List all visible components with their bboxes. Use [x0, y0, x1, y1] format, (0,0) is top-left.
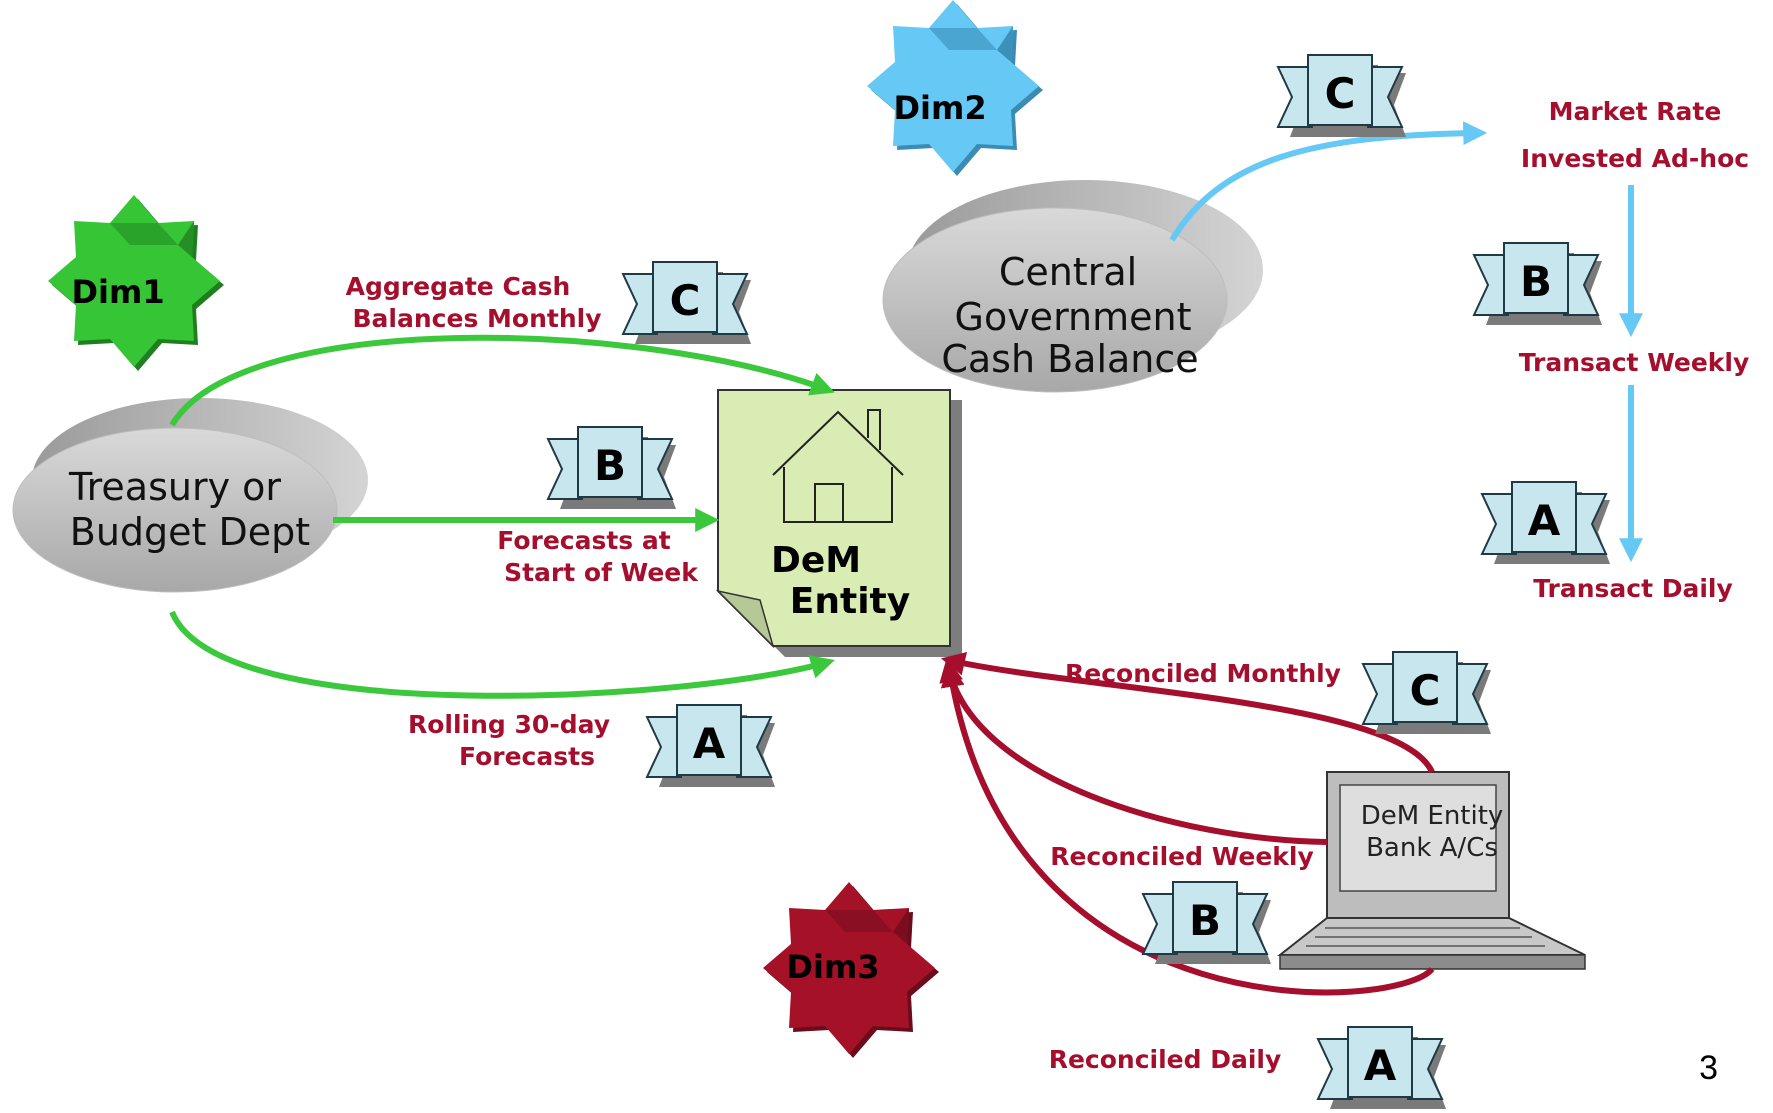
dim3-label: Dim3 [786, 948, 879, 986]
bank-label-line2: Bank A/Cs [1366, 833, 1498, 863]
badge-b-dim3: B [1142, 881, 1272, 965]
badge-c-dim2: C [1277, 54, 1407, 138]
dim2-star: Dim2 [867, 0, 1043, 176]
treasury-oval: Treasury or Budget Dept [12, 398, 368, 593]
central-gov-line1: Central [999, 250, 1137, 294]
dim1-star: Dim1 [48, 195, 224, 371]
central-gov-oval: Central Government Cash Balance [882, 180, 1263, 393]
svg-text:B: B [1520, 257, 1552, 306]
badge-b-dim1: B [547, 426, 677, 510]
svg-text:C: C [670, 276, 701, 325]
transact-weekly-label: Transact Weekly [1519, 348, 1750, 377]
rolling-label-line1: Rolling 30-day [408, 710, 610, 739]
svg-text:A: A [693, 719, 726, 768]
treasury-label-line2: Budget Dept [70, 510, 310, 554]
aggregate-label-line1: Aggregate Cash [346, 272, 571, 301]
dim1-labels: Aggregate Cash Balances Monthly Forecast… [346, 272, 700, 771]
svg-text:B: B [594, 441, 626, 490]
svg-text:B: B [1189, 896, 1221, 945]
svg-text:C: C [1325, 69, 1356, 118]
entity-label-line2: Entity [790, 581, 910, 622]
invested-arrow [1169, 121, 1488, 242]
treasury-label-line1: Treasury or [68, 465, 281, 509]
dim3-star: Dim3 [763, 882, 939, 1058]
reconciled-daily-arrow [940, 662, 1435, 996]
forecasts-label-line2: Start of Week [504, 558, 699, 587]
aggregate-label-line2: Balances Monthly [353, 304, 602, 333]
central-gov-line3: Cash Balance [941, 337, 1198, 381]
dim1-connectors [169, 334, 835, 699]
badge-a-dim1: A [646, 704, 776, 788]
aggregate-arrow [169, 334, 835, 427]
laptop-icon: DeM Entity Bank A/Cs [1277, 771, 1586, 970]
reconciled-weekly-arrow [939, 657, 1328, 845]
reconciled-monthly-arrow [940, 652, 1435, 774]
page-number: 3 [1699, 1049, 1718, 1087]
dim3-connectors [939, 652, 1435, 996]
bank-label-line1: DeM Entity [1361, 801, 1504, 831]
house-icon [772, 409, 904, 523]
svg-text:A: A [1364, 1041, 1397, 1090]
dim3-labels: Reconciled Monthly Reconciled Weekly Rec… [1049, 659, 1341, 1074]
badge-c-dim3: C [1362, 651, 1492, 735]
svg-text:A: A [1528, 496, 1561, 545]
reconciled-monthly-label: Reconciled Monthly [1065, 659, 1341, 688]
dim1-label: Dim1 [71, 273, 164, 311]
market-rate-label: Market Rate [1549, 97, 1722, 126]
badge-a-dim3: A [1317, 1026, 1447, 1110]
badge-b-dim2: B [1473, 242, 1603, 326]
central-gov-line2: Government [955, 295, 1192, 339]
reconciled-weekly-label: Reconciled Weekly [1050, 842, 1314, 871]
dim2-labels: Market Rate Invested Ad-hoc Transact Wee… [1519, 97, 1750, 603]
reconciled-daily-label: Reconciled Daily [1049, 1045, 1282, 1074]
dim2-label: Dim2 [893, 89, 986, 127]
rolling-arrow [169, 610, 835, 699]
dem-entity-note: DeM Entity [715, 389, 962, 657]
transact-daily-label: Transact Daily [1533, 574, 1733, 603]
forecasts-label-line1: Forecasts at [497, 526, 670, 555]
entity-label-line1: DeM [771, 540, 861, 581]
svg-text:C: C [1410, 666, 1441, 715]
badge-a-dim2: A [1481, 481, 1611, 565]
badge-c-dim1: C [622, 261, 752, 345]
dim2-connectors [1169, 121, 1643, 563]
invested-label: Invested Ad-hoc [1521, 144, 1749, 173]
rolling-label-line2: Forecasts [459, 742, 595, 771]
